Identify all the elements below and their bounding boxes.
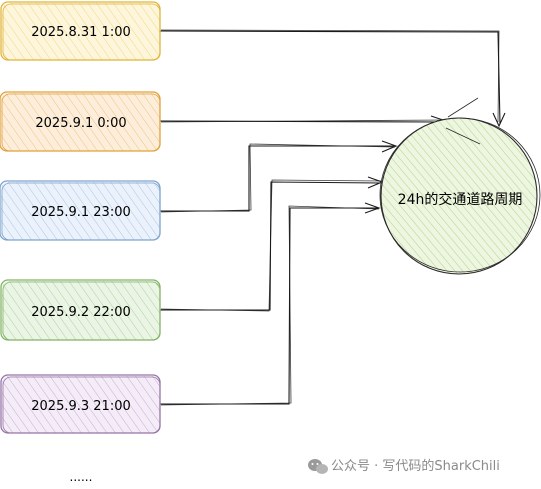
watermark-text: 公众号 · 写代码的SharkChili [331,458,500,474]
cycle-circle: 24h的交通道路周期 [379,97,541,275]
wechat-icon [308,459,328,474]
connector-box3 [160,145,394,212]
box-3-label: 2025.9.1 23:00 [31,205,131,220]
arrowhead-5 [364,202,381,214]
more-ellipsis: ...... [70,470,93,484]
arrowhead-3 [381,140,398,153]
box-2-label: 2025.9.1 0:00 [35,116,126,131]
box-5: 2025.9.3 21:00 [0,374,161,434]
box-4-label: 2025.9.2 22:00 [31,305,131,320]
circle-label: 24h的交通道路周期 [398,191,523,208]
connector-box1 [159,30,501,125]
box-2: 2025.9.1 0:00 [0,91,161,152]
arrowhead-1 [492,112,506,128]
box-1-label: 2025.8.31 1:00 [31,25,131,40]
connector-box2 [159,120,445,123]
connector-box4 [160,181,381,311]
box-5-label: 2025.9.3 21:00 [31,399,131,414]
connectors [159,29,506,406]
watermark: 公众号 · 写代码的SharkChili [308,458,500,474]
box-1: 2025.8.31 1:00 [0,1,161,61]
box-3: 2025.9.1 23:00 [0,180,161,241]
box-4: 2025.9.2 22:00 [0,279,161,341]
